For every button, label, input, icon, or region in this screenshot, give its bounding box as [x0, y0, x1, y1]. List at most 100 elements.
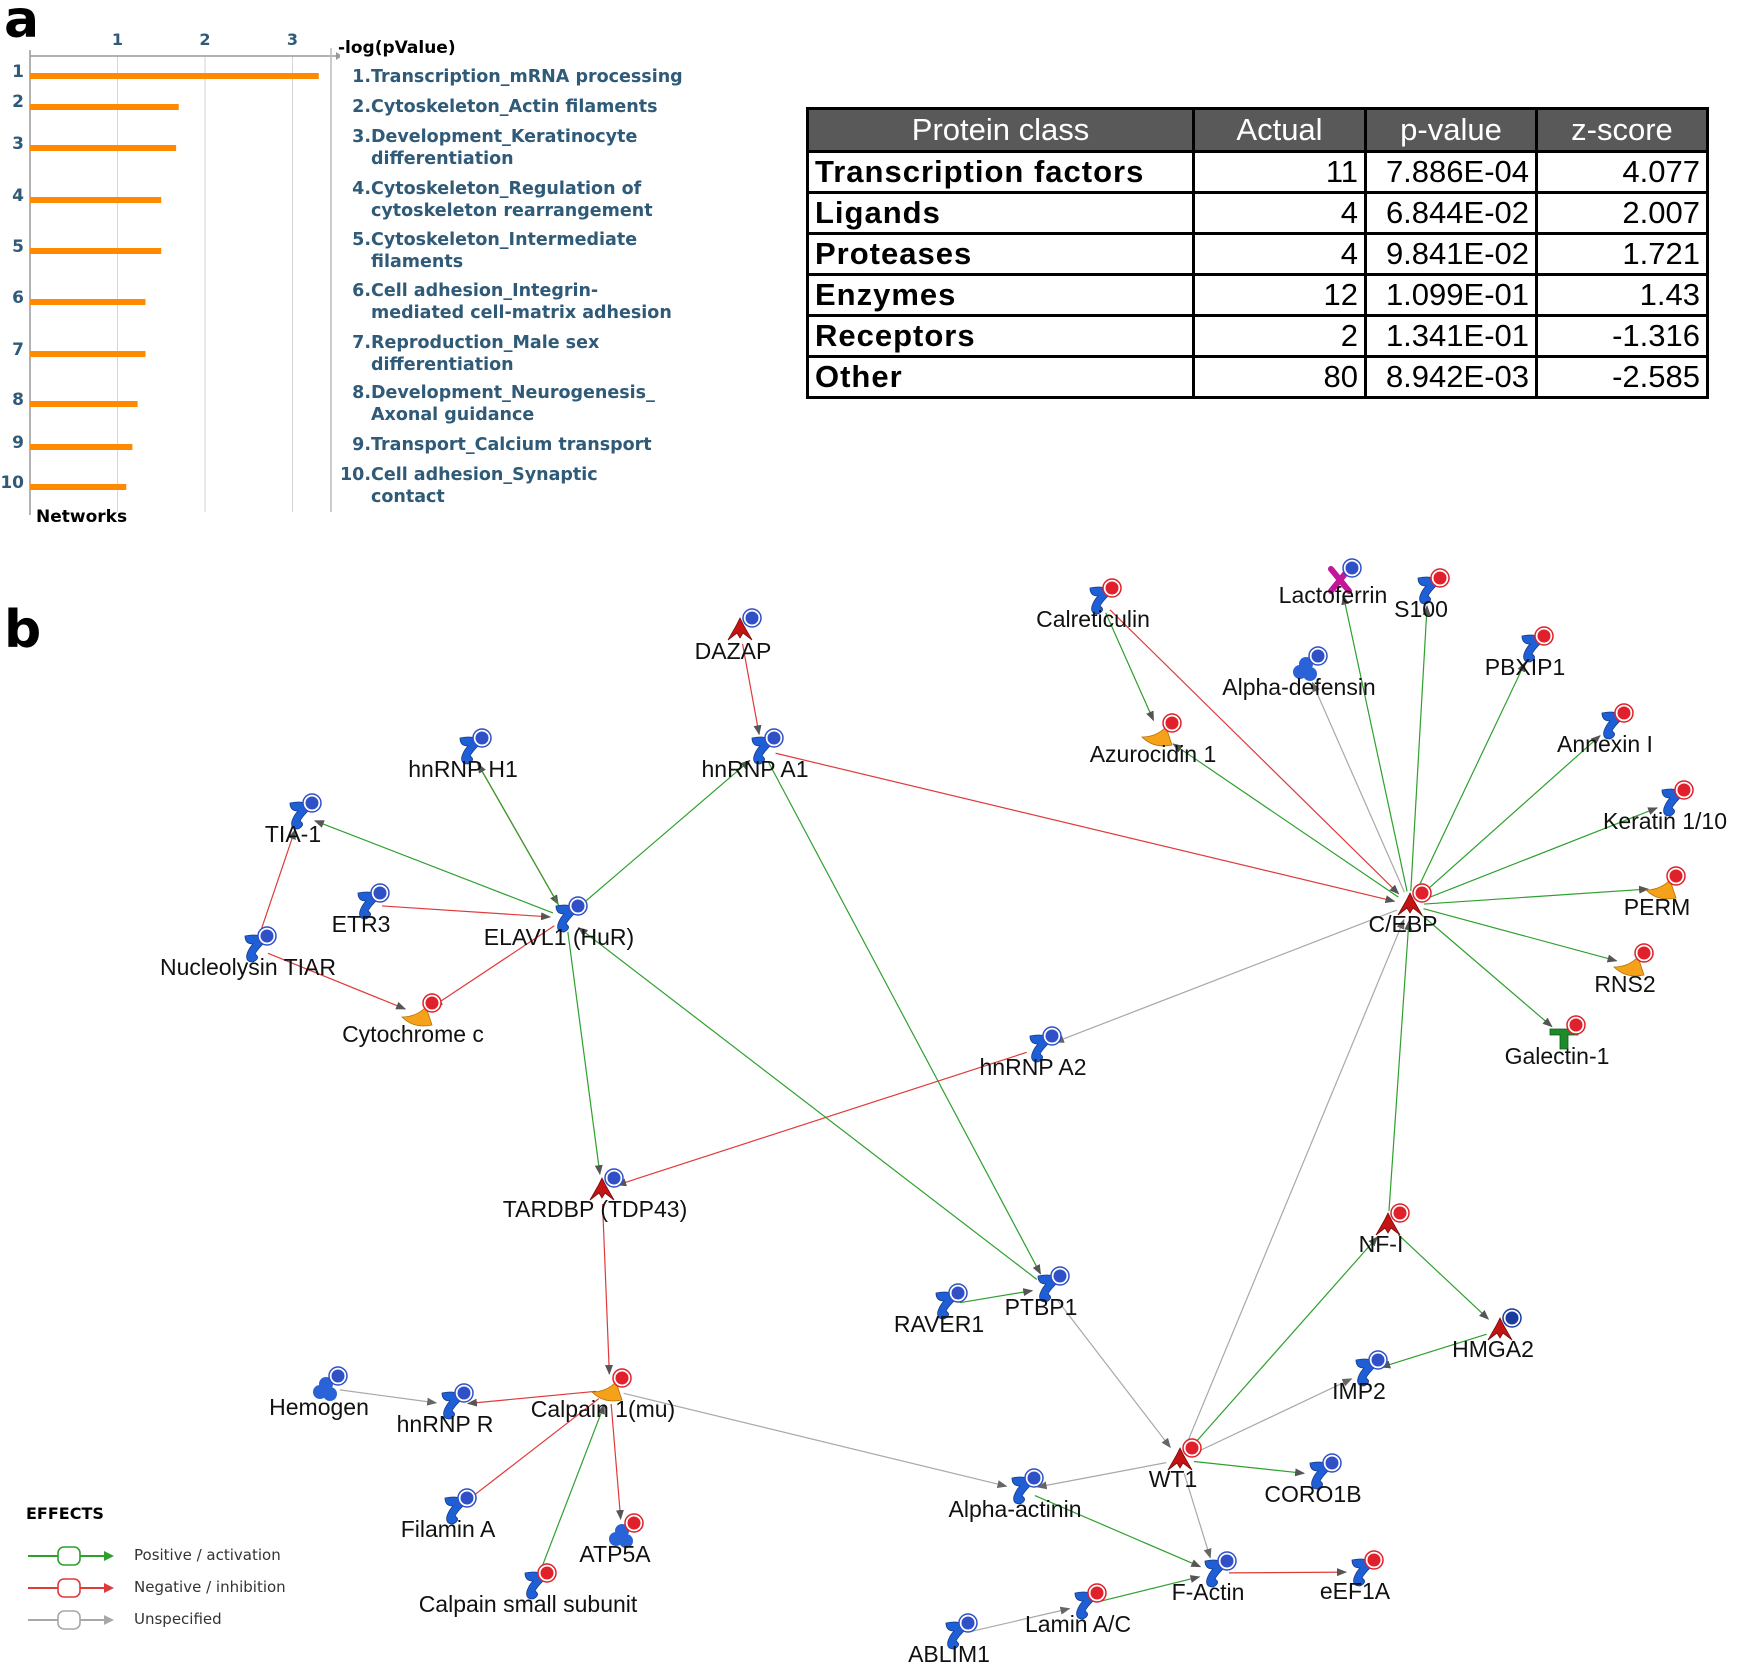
edge-factin-eef1a: [1228, 1568, 1348, 1577]
node-etr3-icon: [357, 883, 390, 920]
cell-actual: 11: [1192, 150, 1367, 194]
network-name-cont: contact: [371, 487, 445, 507]
node-label: F-Actin: [1171, 1579, 1245, 1605]
edge-nfi-hmga2: [1397, 1234, 1490, 1320]
node-label: CORO1B: [1264, 1481, 1362, 1507]
network-name: Transcription_mRNA processing: [371, 67, 683, 87]
node-coro1b-icon: [1309, 1453, 1342, 1490]
node-cytc-icon: [401, 993, 442, 1027]
edge-wt1-cebp: [1184, 918, 1405, 1448]
edge-cebp-hnrnpa2: [1053, 909, 1398, 1043]
node-label: Nucleolysin TIAR: [160, 954, 336, 980]
network-number: 5.: [352, 230, 371, 250]
edge-hemogen-hnrnpr: [339, 1389, 438, 1406]
node-label: Alpha-defensin: [1222, 674, 1376, 700]
network-number: 8.: [352, 383, 371, 403]
node-calpain1-icon: [591, 1368, 632, 1402]
network-number: 2.: [352, 97, 371, 117]
node-label: TARDBP (TDP43): [502, 1196, 688, 1222]
edge-dazap-hnrnpa1: [741, 643, 762, 736]
network-label: 8.Development_Neurogenesis_Axonal guidan…: [335, 382, 655, 426]
cell-z-score: 1.43: [1535, 273, 1709, 317]
edge-cebp-annexini: [1420, 734, 1601, 897]
node-dazap-icon: [727, 608, 762, 641]
network-name: Transport_Calcium transport: [371, 435, 652, 455]
node-cebp-icon: [1397, 883, 1432, 916]
node-atp5a-icon: [609, 1513, 644, 1548]
cell-p-value: 8.942E-03: [1364, 355, 1538, 399]
edge-wt1-imp2: [1192, 1378, 1353, 1455]
cell-protein-class: Transcription factors: [806, 150, 1195, 194]
row-number: 4: [12, 186, 24, 206]
cell-actual: 4: [1192, 191, 1367, 235]
node-hmga2-icon: [1487, 1308, 1522, 1341]
node-label: Calreticulin: [1036, 606, 1150, 632]
edge-calpain1-atp5a: [610, 1403, 624, 1521]
node-perm-icon: [1645, 866, 1686, 900]
cell-p-value: 1.099E-01: [1364, 273, 1538, 317]
node-label: C/EBP: [1368, 911, 1438, 937]
legend-label-negative: Negative / inhibition: [134, 1578, 286, 1596]
network-number: 7.: [352, 333, 371, 353]
network-name: Cell adhesion_Integrin-: [371, 281, 599, 301]
bar: [30, 197, 162, 203]
node-label: PERM: [1623, 894, 1691, 920]
edge-cebp-lactoferrin: [1341, 594, 1408, 892]
node-tiar-icon: [244, 926, 277, 963]
cell-p-value: 7.886E-04: [1364, 150, 1538, 194]
node-rns2-icon: [1613, 943, 1654, 977]
network-name: Cytoskeleton_Actin filaments: [371, 97, 658, 117]
network-name: Cell adhesion_Synaptic: [371, 465, 598, 485]
node-galectin-icon: [1549, 1015, 1586, 1050]
edge-ptbp1-wt1: [1056, 1298, 1171, 1449]
bar: [30, 351, 146, 357]
node-label: HMGA2: [1452, 1336, 1534, 1362]
row-number: 3: [12, 134, 24, 154]
edge-calreticulin-azurocidin: [1105, 612, 1155, 722]
network-name: Cytoskeleton_Regulation of: [371, 179, 642, 199]
cell-protein-class: Receptors: [806, 314, 1195, 358]
row-number: 9: [12, 433, 24, 453]
node-annexini-icon: [1601, 703, 1634, 740]
header-p-value: p-value: [1364, 107, 1538, 153]
cell-z-score: -2.585: [1535, 355, 1709, 399]
panel-b-letter: b: [4, 600, 42, 660]
node-filamina-icon: [444, 1488, 477, 1525]
network-number: 9.: [352, 435, 371, 455]
cell-actual: 80: [1192, 355, 1367, 399]
edge-nfi-cebp: [1388, 919, 1413, 1212]
edge-tiar-cytc: [267, 952, 407, 1010]
node-label: ELAVL1 (HuR): [483, 924, 635, 950]
cell-protein-class: Proteases: [806, 232, 1195, 276]
edge-hnrnpa1-ptbp1: [768, 762, 1042, 1275]
node-hnrnph1-icon: [459, 728, 492, 765]
network-label: 6.Cell adhesion_Integrin-mediated cell-m…: [335, 280, 672, 324]
row-number: 8: [12, 390, 24, 410]
network-name-cont: differentiation: [371, 149, 514, 169]
node-label: Calpain small subunit: [418, 1591, 638, 1617]
row-number: 2: [12, 92, 24, 112]
effects-legend: [28, 1546, 114, 1630]
node-label: S100: [1394, 596, 1448, 622]
node-label: ABLIM1: [908, 1641, 990, 1667]
node-calreticulin-icon: [1089, 578, 1122, 615]
node-factin-icon: [1204, 1551, 1237, 1588]
bar: [30, 299, 146, 305]
node-label: Calpain 1(mu): [530, 1396, 676, 1422]
network-name: Development_Neurogenesis_: [371, 383, 655, 403]
edge-tardbp-calpain1: [601, 1203, 613, 1376]
node-label: Alpha-actinin: [948, 1496, 1082, 1522]
cell-z-score: -1.316: [1535, 314, 1709, 358]
node-keratin-icon: [1661, 780, 1694, 817]
node-raver1-icon: [935, 1283, 968, 1320]
edge-elavl1-tardbp: [567, 931, 603, 1176]
bar: [30, 248, 162, 254]
node-label: Cytochrome c: [342, 1021, 484, 1047]
edge-hnrnpa1-cebp: [775, 752, 1396, 904]
edge-calpain1-hnrnpr: [466, 1390, 597, 1407]
node-lactoferrin-icon: [1328, 558, 1362, 594]
edge-wt1-nfi: [1188, 1236, 1379, 1450]
